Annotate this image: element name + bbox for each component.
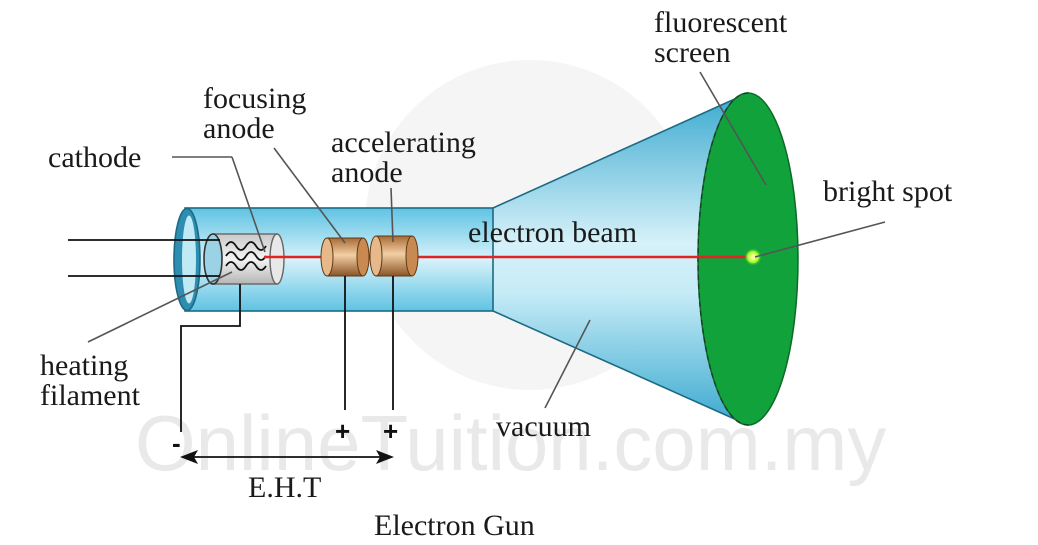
heating-filament (225, 241, 267, 271)
focusing-anode (320, 237, 370, 277)
leader-accelerating-anode (390, 187, 394, 243)
filament-wires (68, 239, 220, 277)
label-minus: - (172, 428, 181, 458)
label-plus-focusing: + (335, 416, 350, 446)
label-heating: heating (40, 349, 128, 382)
label-bright-spot: bright spot (823, 175, 953, 208)
label-filament: filament (40, 379, 141, 412)
leader-vacuum (544, 319, 591, 409)
leader-bright-spot (754, 221, 886, 258)
leader-cathode-2 (231, 156, 266, 253)
label-vacuum: vacuum (496, 410, 591, 443)
accelerating-anode (369, 235, 419, 277)
bright-spot (744, 248, 762, 266)
label-focusing-anode: anode (203, 112, 275, 145)
circuit-wires (180, 276, 394, 432)
leader-fluorescent-screen (699, 71, 767, 186)
label-accelerating-anode: anode (331, 156, 403, 189)
eht-arrow (180, 450, 394, 464)
label-electron-gun: Electron Gun (374, 509, 535, 542)
label-electron-beam: electron beam (468, 216, 637, 249)
label-plus-accelerating: + (383, 416, 398, 446)
label-screen: screen (654, 36, 731, 69)
leader-lines (87, 71, 886, 409)
leader-focusing-anode (273, 147, 346, 244)
tube-opening (173, 207, 201, 312)
label-fluorescent: fluorescent (654, 6, 788, 39)
label-eht: E.H.T (248, 471, 321, 504)
label-focusing: focusing (203, 82, 306, 115)
label-cathode: cathode (48, 141, 141, 174)
leader-heating-filament (87, 271, 233, 343)
label-accelerating: accelerating (331, 126, 476, 159)
